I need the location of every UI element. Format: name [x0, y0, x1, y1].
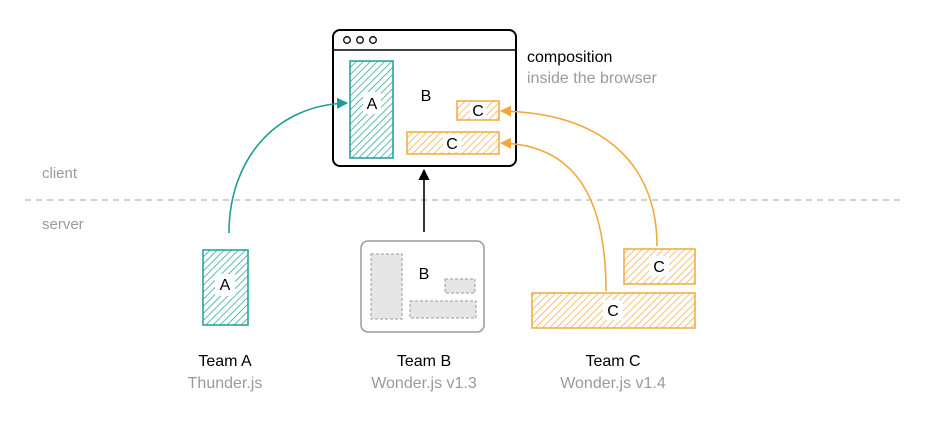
browser-window: A B C C — [332, 29, 517, 167]
team-b-tech: Wonder.js v1.3 — [371, 375, 477, 392]
server-fragment-c-large-label: C — [607, 303, 619, 320]
arrow-team-a — [228, 97, 349, 234]
window-dot-icon — [343, 36, 351, 44]
server-fragment-a-label: A — [220, 277, 231, 294]
composition-title: composition — [527, 49, 613, 66]
server-fragment-c-small-label: C — [653, 259, 665, 276]
team-c-name: Team C — [585, 353, 641, 370]
team-c-tech: Wonder.js v1.4 — [560, 375, 666, 392]
zone-client-label: client — [42, 165, 78, 182]
arrow-team-c-large — [499, 137, 607, 292]
server-fragment-b: B — [360, 240, 485, 333]
server-fragment-c-large: C — [531, 292, 696, 329]
browser-fragment-c-small-label: C — [472, 103, 484, 120]
browser-fragment-c-large-label: C — [446, 136, 458, 153]
zone-server-label: server — [42, 216, 84, 233]
arrow-team-c-small — [499, 105, 658, 247]
window-dot-icon — [356, 36, 364, 44]
composition-subtitle: inside the browser — [527, 70, 657, 87]
server-fragment-b-label: B — [419, 266, 430, 283]
team-a-name: Team A — [198, 353, 252, 370]
server-fragment-a: A — [202, 249, 249, 326]
browser-fragment-b-label: B — [421, 88, 432, 105]
browser-fragment-a-label: A — [367, 96, 378, 113]
team-b-name: Team B — [396, 353, 452, 370]
server-fragment-c-small: C — [623, 248, 696, 285]
window-dot-icon — [369, 36, 377, 44]
team-a-tech: Thunder.js — [187, 375, 263, 392]
